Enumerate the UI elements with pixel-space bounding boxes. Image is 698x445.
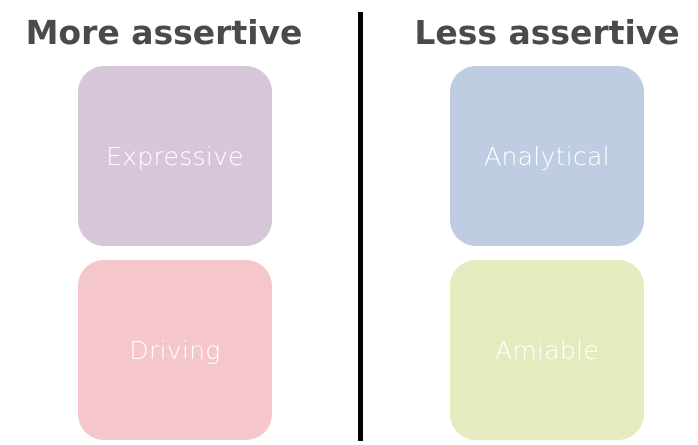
box-expressive-label: Expressive: [106, 141, 244, 171]
box-analytical-label: Analytical: [484, 141, 610, 171]
box-driving: Driving: [78, 260, 272, 440]
heading-less-assertive: Less assertive: [414, 13, 680, 52]
vertical-divider: [358, 12, 363, 441]
box-amiable: Amiable: [450, 260, 644, 440]
heading-more-assertive: More assertive: [25, 13, 303, 52]
box-analytical: Analytical: [450, 66, 644, 246]
box-driving-label: Driving: [129, 335, 221, 365]
box-expressive: Expressive: [78, 66, 272, 246]
box-amiable-label: Amiable: [494, 335, 600, 365]
